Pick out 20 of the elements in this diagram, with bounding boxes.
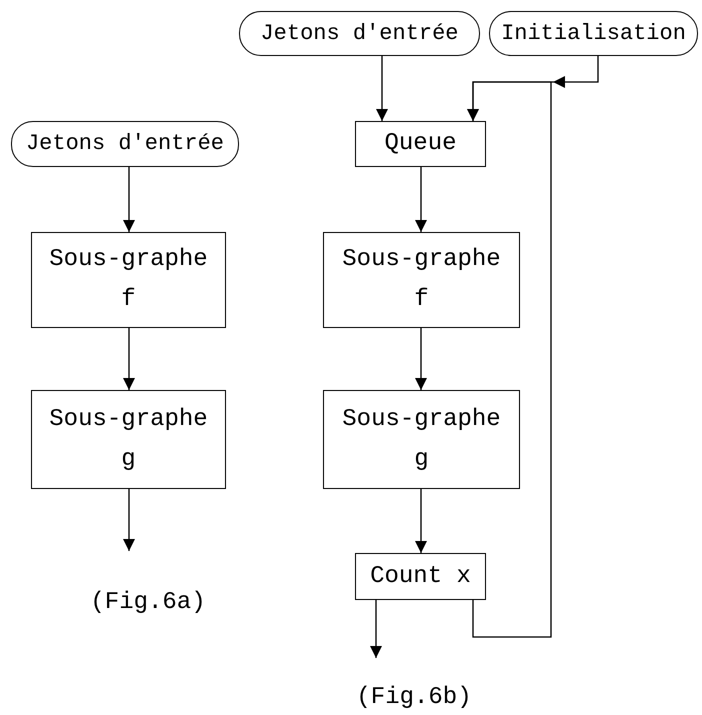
process-box: Queue	[355, 121, 486, 167]
terminal-box: Jetons d'entrée	[239, 11, 480, 56]
arrow	[123, 167, 135, 232]
figure-caption: (Fig.6a)	[89, 588, 207, 618]
process-box: Sous-graphe f	[31, 232, 226, 328]
arrow	[376, 56, 388, 121]
figure-caption: (Fig.6b)	[355, 684, 473, 712]
arrow	[467, 81, 552, 638]
terminal-box: Initialisation	[489, 11, 698, 56]
terminal-box: Jetons d'entrée	[11, 121, 239, 167]
arrow	[415, 489, 427, 553]
arrow	[415, 167, 427, 232]
arrow	[123, 328, 135, 390]
process-box: Sous-graphe g	[323, 390, 520, 489]
arrow	[123, 489, 135, 551]
process-box: Count x	[355, 553, 486, 600]
arrow	[415, 328, 427, 390]
process-box: Sous-graphe g	[31, 390, 226, 489]
arrow	[370, 600, 382, 658]
process-box: Sous-graphe f	[323, 232, 520, 328]
